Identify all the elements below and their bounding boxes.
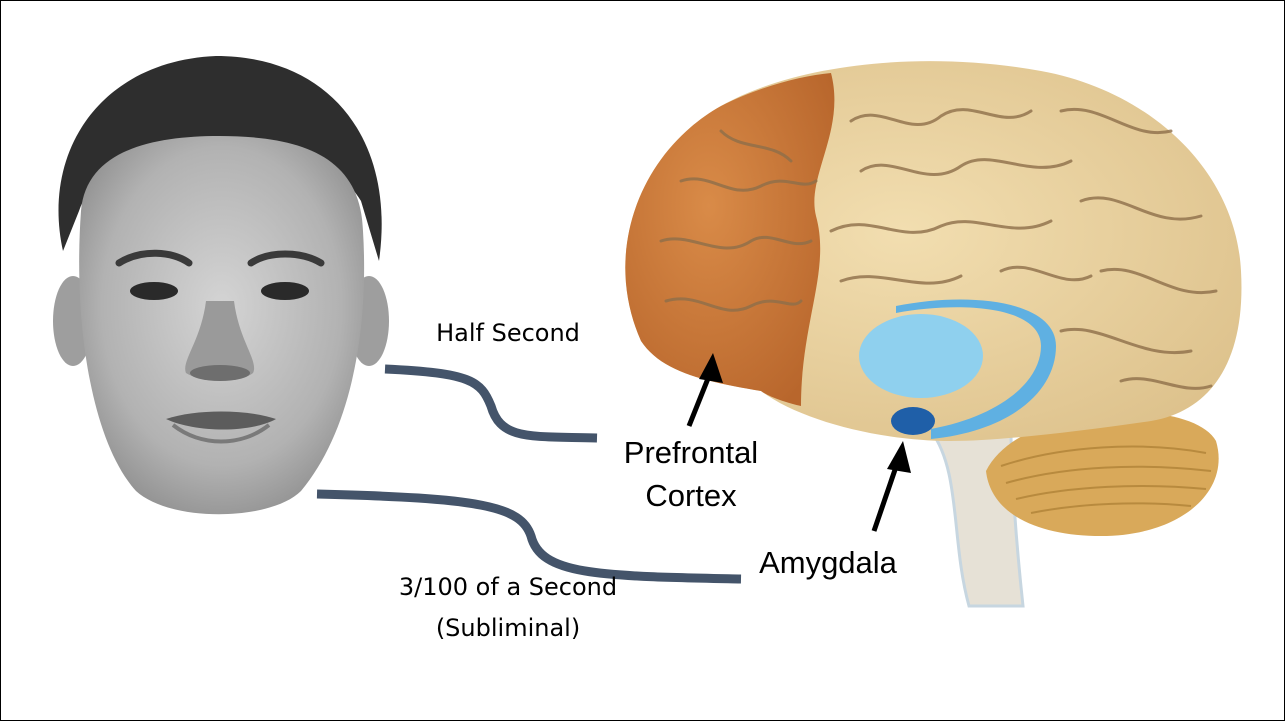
face-right-eye — [261, 282, 309, 300]
label-half-second: Half Second — [436, 319, 580, 347]
thalamus — [859, 314, 983, 398]
face-left-eye — [130, 282, 178, 300]
arrow-amygdala — [874, 461, 898, 531]
amygdala-region — [891, 407, 935, 435]
label-prefrontal-line2: Cortex — [645, 478, 737, 513]
label-prefrontal-line1: Prefrontal — [624, 435, 758, 470]
face-nostrils — [190, 365, 250, 381]
face-photo — [53, 56, 389, 514]
label-amygdala: Amygdala — [759, 545, 898, 580]
label-subliminal-line2: (Subliminal) — [436, 614, 580, 642]
connector-half-second — [385, 369, 597, 438]
prefrontal-cortex-region — [625, 73, 834, 406]
arrow-amygdala-head — [887, 441, 911, 473]
brain-illustration — [625, 61, 1241, 606]
label-subliminal-line1: 3/100 of a Second — [399, 573, 617, 601]
